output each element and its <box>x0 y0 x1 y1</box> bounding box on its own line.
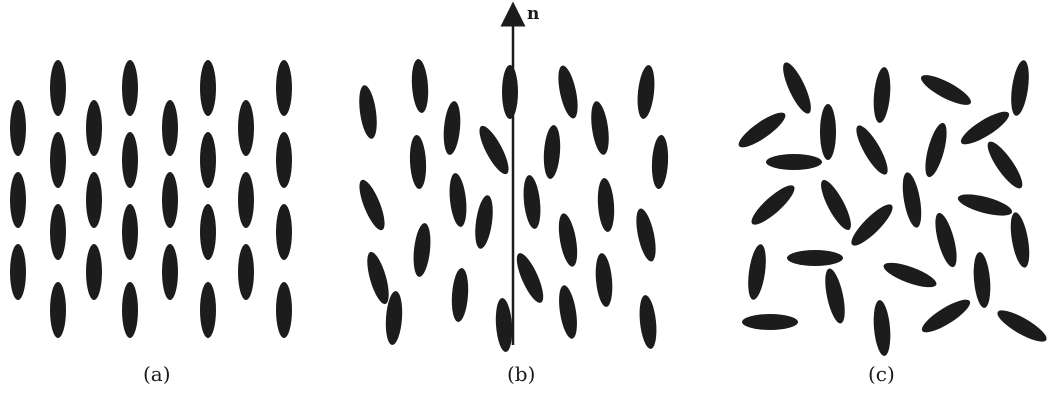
panel-c-isotropic <box>734 59 1049 356</box>
molecule <box>494 298 514 353</box>
molecule <box>816 177 856 234</box>
molecule <box>122 60 138 116</box>
molecule <box>50 132 66 188</box>
molecule <box>356 84 379 140</box>
molecule <box>410 59 430 114</box>
molecule <box>821 267 848 325</box>
panel-b-nematic <box>354 14 669 352</box>
molecule <box>162 100 178 156</box>
molecule <box>411 222 433 277</box>
molecule <box>447 172 469 227</box>
molecule <box>442 100 463 155</box>
molecule <box>276 132 292 188</box>
molecule <box>502 65 518 119</box>
molecule <box>899 171 924 229</box>
molecule <box>238 244 254 300</box>
molecule <box>122 132 138 188</box>
molecule <box>86 172 102 228</box>
molecule <box>50 204 66 260</box>
molecule <box>742 314 798 330</box>
molecule <box>588 100 611 156</box>
molecule <box>745 243 769 301</box>
molecule <box>918 70 975 110</box>
molecule <box>1007 211 1032 269</box>
molecule <box>472 194 495 250</box>
molecule <box>363 250 393 306</box>
molecule <box>86 244 102 300</box>
molecule <box>200 132 216 188</box>
molecule <box>820 104 836 160</box>
molecule <box>521 174 543 229</box>
molecule <box>881 258 939 292</box>
molecule <box>10 100 26 156</box>
molecule <box>1008 59 1032 117</box>
caption-c: (c) <box>868 362 895 386</box>
molecule <box>50 282 66 338</box>
molecule <box>10 172 26 228</box>
molecule <box>276 204 292 260</box>
molecule <box>162 172 178 228</box>
molecule <box>200 282 216 338</box>
molecule <box>450 268 470 323</box>
molecule <box>542 125 562 180</box>
molecule <box>276 282 292 338</box>
molecule <box>956 190 1014 220</box>
caption-b: (b) <box>507 362 535 386</box>
molecule <box>957 106 1013 149</box>
molecule <box>555 64 582 120</box>
molecule <box>122 282 138 338</box>
molecule <box>474 122 513 177</box>
molecule <box>982 137 1027 192</box>
molecule <box>633 207 660 263</box>
molecule <box>872 299 893 356</box>
molecule <box>86 100 102 156</box>
molecule <box>10 244 26 300</box>
molecule <box>122 204 138 260</box>
molecule <box>635 64 657 119</box>
molecule <box>851 122 893 178</box>
molecule <box>512 250 549 306</box>
molecule <box>637 294 659 349</box>
molecule <box>766 154 822 170</box>
molecule <box>847 200 898 251</box>
molecule <box>778 59 816 117</box>
molecule <box>354 177 389 233</box>
molecule <box>238 172 254 228</box>
molecule <box>747 180 799 229</box>
molecule <box>555 212 580 268</box>
molecule <box>972 251 993 308</box>
panel-a-crystalline <box>10 60 292 338</box>
molecule <box>994 305 1049 347</box>
molecule <box>596 178 616 233</box>
molecule <box>734 107 789 152</box>
molecule <box>276 60 292 116</box>
molecule <box>872 66 893 123</box>
molecule <box>556 284 580 340</box>
molecule <box>921 121 951 179</box>
molecule <box>50 60 66 116</box>
molecule <box>409 135 428 190</box>
molecule <box>594 252 615 307</box>
molecule <box>200 204 216 260</box>
caption-a: (a) <box>143 362 171 386</box>
molecule <box>918 294 974 337</box>
molecule <box>200 60 216 116</box>
molecule <box>787 250 843 266</box>
molecule <box>651 135 670 190</box>
molecule <box>162 244 178 300</box>
molecule <box>931 211 961 269</box>
director-label: n <box>527 4 539 24</box>
molecule <box>238 100 254 156</box>
